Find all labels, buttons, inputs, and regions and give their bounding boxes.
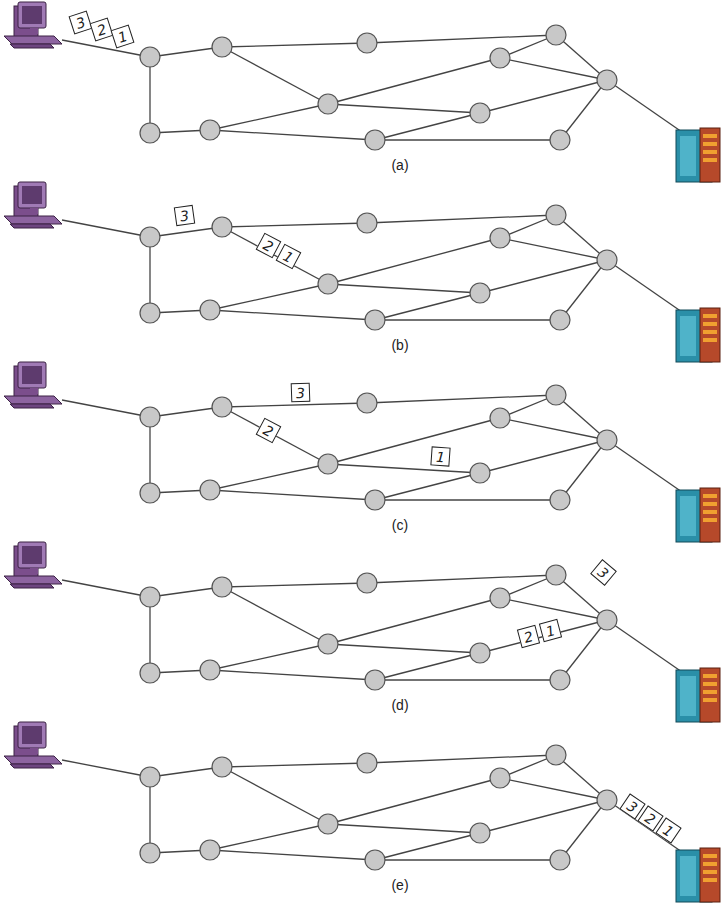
packet-number: 1: [544, 622, 556, 638]
packet-box: 2: [89, 17, 113, 41]
packet-number: 3: [74, 14, 87, 30]
packet-number: 2: [261, 422, 275, 439]
packet-number: 3: [179, 207, 190, 222]
packet-number: 3: [595, 564, 611, 580]
packet-number: 1: [435, 449, 445, 464]
packet-number: 3: [624, 798, 639, 815]
packet-number: 1: [281, 248, 295, 265]
packet-number: 1: [660, 822, 675, 839]
panel-caption: (a): [391, 157, 408, 173]
packet-box: 3: [590, 559, 617, 586]
packet-box: 1: [538, 618, 561, 641]
packet-number: 2: [261, 237, 275, 254]
packet-box: 2: [255, 232, 281, 258]
panel-caption: (c): [392, 517, 408, 533]
packet-box: 2: [255, 417, 281, 443]
packet-box: 3: [173, 204, 194, 225]
packet-box: 2: [516, 624, 539, 647]
packet-number: 1: [116, 28, 129, 44]
panel-caption: (e): [391, 877, 408, 893]
packet-number: 2: [522, 628, 534, 644]
panel-caption: (b): [391, 337, 408, 353]
packet-box: 3: [68, 10, 92, 34]
panel-caption: (d): [391, 697, 408, 713]
packet-box: 1: [275, 243, 301, 269]
packet-number: 2: [642, 810, 657, 827]
packet-box: 3: [290, 382, 310, 402]
packet-number: 3: [295, 385, 304, 399]
packet-box: 1: [430, 446, 450, 466]
packet-number: 2: [95, 21, 108, 37]
packet-box: 1: [110, 24, 134, 48]
